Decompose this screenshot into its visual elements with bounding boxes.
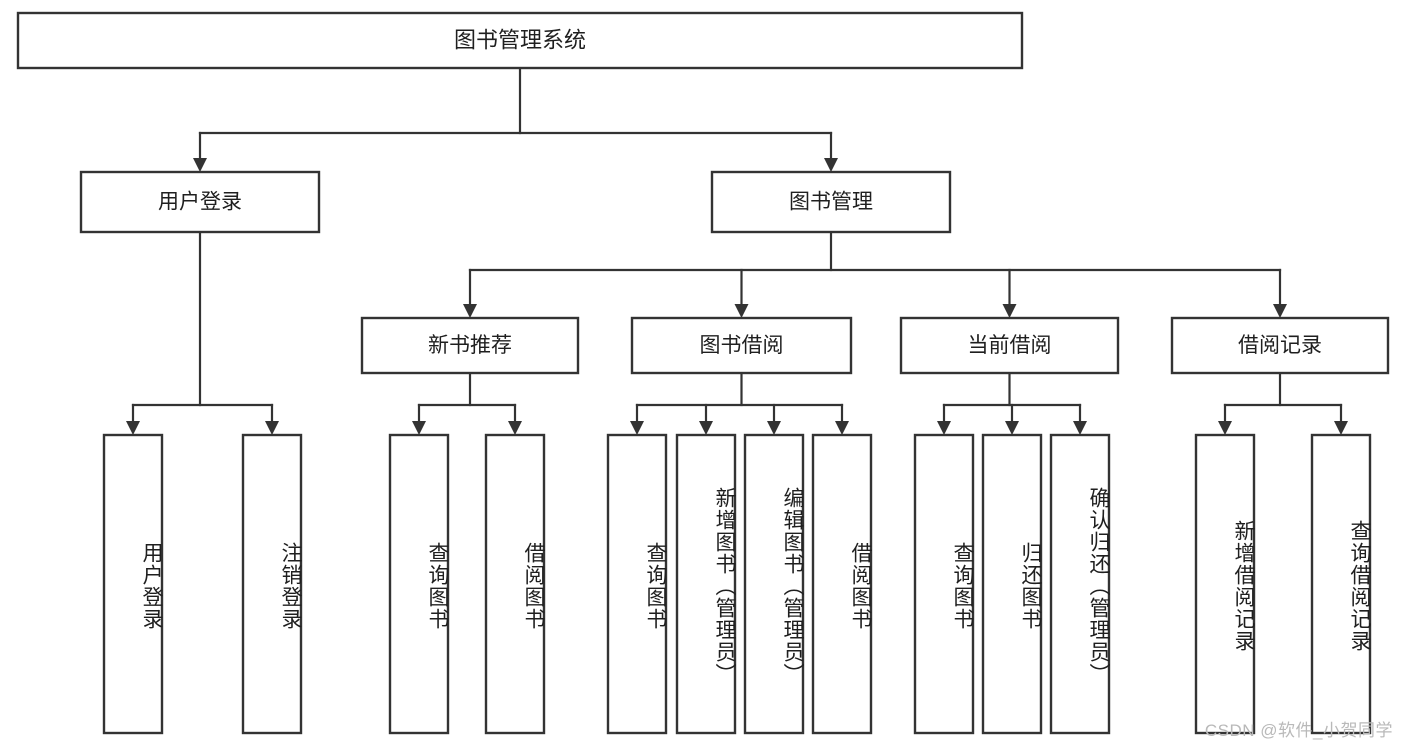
node-leaf-query-book-borrow[interactable] [606, 433, 668, 735]
node-label: 图书管理 [789, 191, 873, 214]
node-leaf-query-book-current[interactable] [913, 433, 975, 735]
arrow-head-icon [1334, 421, 1348, 435]
node-leaf-edit-book[interactable] [743, 433, 805, 735]
arrow-head-icon [1002, 304, 1017, 318]
node-leaf-add-record[interactable] [1194, 433, 1256, 735]
node-user-login[interactable]: 用户登录 [79, 170, 321, 234]
node-label: 图书管理系统 [454, 27, 586, 52]
node-label: 用户登录 [158, 191, 242, 214]
node-leaf-return-book[interactable] [981, 433, 1043, 735]
watermark-text: CSDN @软件_小贺同学 [1204, 721, 1393, 740]
node-leaf-user-logout[interactable] [241, 433, 303, 735]
arrow-head-icon [699, 421, 713, 435]
arrow-head-icon [630, 421, 644, 435]
arrow-head-icon [835, 421, 849, 435]
node-borrow-record[interactable]: 借阅记录 [1170, 316, 1390, 375]
node-leaf-borrow-book-rec[interactable] [484, 433, 546, 735]
arrow-head-icon [508, 421, 522, 435]
arrow-head-icon [193, 158, 207, 172]
node-root[interactable]: 图书管理系统 [16, 11, 1024, 70]
node-current-borrow[interactable]: 当前借阅 [899, 316, 1120, 375]
arrow-head-icon [463, 304, 477, 318]
arrow-head-icon [937, 421, 951, 435]
node-leaf-query-record[interactable] [1310, 433, 1372, 735]
node-leaf-query-book-rec[interactable] [388, 433, 450, 735]
node-label: 新书推荐 [428, 334, 512, 357]
node-book-manage[interactable]: 图书管理 [710, 170, 952, 234]
node-leaf-borrow-book[interactable] [811, 433, 873, 735]
arrow-head-icon [265, 421, 279, 435]
node-label: 借阅记录 [1238, 334, 1322, 357]
node-leaf-user-login[interactable] [102, 433, 164, 735]
arrow-head-icon [126, 421, 140, 435]
node-leaf-add-book[interactable] [675, 433, 737, 735]
arrow-head-icon [1273, 304, 1287, 318]
arrow-head-icon [734, 304, 749, 318]
arrow-head-icon [412, 421, 426, 435]
node-leaf-confirm-return[interactable] [1049, 433, 1111, 735]
arrow-head-icon [767, 421, 781, 435]
arrow-head-icon [1005, 421, 1019, 435]
connectors-layer [126, 66, 1348, 435]
arrow-head-icon [1073, 421, 1087, 435]
arrow-head-icon [1218, 421, 1232, 435]
arrow-head-icon [824, 158, 838, 172]
node-book-borrow[interactable]: 图书借阅 [630, 316, 853, 375]
node-label: 当前借阅 [968, 334, 1052, 357]
node-new-book-rec[interactable]: 新书推荐 [360, 316, 580, 375]
node-label: 图书借阅 [700, 334, 784, 357]
